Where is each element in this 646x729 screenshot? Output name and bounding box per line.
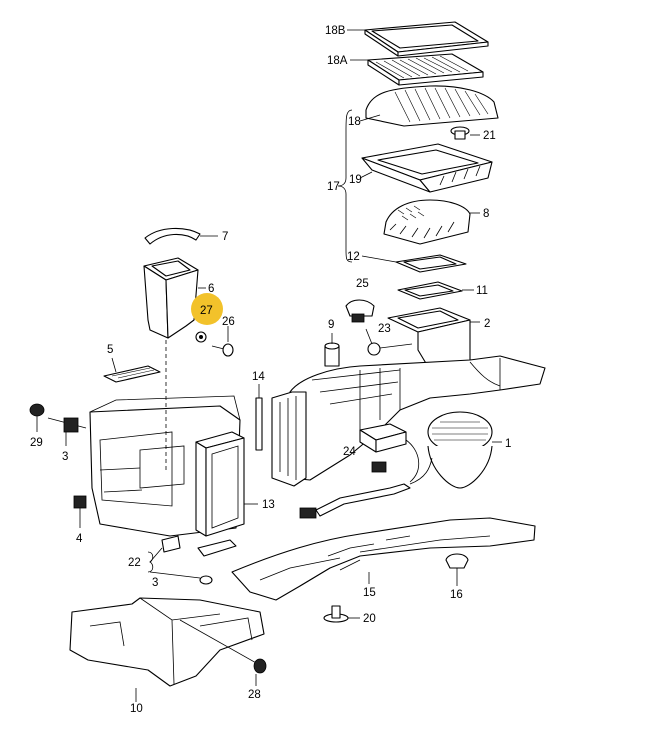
part-blower-housing bbox=[271, 355, 546, 487]
label-10: 10 bbox=[130, 703, 143, 715]
label-21: 21 bbox=[483, 130, 496, 142]
part-10-lower-duct bbox=[69, 597, 265, 687]
part-29-plug bbox=[29, 403, 45, 417]
part-24-resistor bbox=[359, 423, 419, 483]
wiring-harness bbox=[299, 457, 433, 519]
label-27: 27 bbox=[200, 305, 213, 317]
part-12-gasket bbox=[395, 254, 467, 273]
part-5-gasket bbox=[103, 365, 161, 383]
part-18b-frame bbox=[364, 21, 489, 57]
part-9-sensor bbox=[324, 342, 340, 367]
part-19-housing bbox=[361, 143, 493, 193]
part-23-screw bbox=[367, 342, 413, 356]
label-11: 11 bbox=[476, 285, 488, 297]
label-22: 22 bbox=[128, 557, 141, 569]
part-18-cover bbox=[365, 85, 499, 127]
label-26: 26 bbox=[222, 316, 235, 328]
part-22-bracket bbox=[161, 535, 237, 585]
part-27-washer bbox=[195, 331, 207, 343]
label-18: 18 bbox=[348, 116, 361, 128]
part-8-fan-cover bbox=[383, 199, 471, 245]
label-8: 8 bbox=[483, 208, 489, 220]
label-20: 20 bbox=[363, 613, 376, 625]
label-29: 29 bbox=[30, 437, 43, 449]
label-9: 9 bbox=[328, 319, 334, 331]
part-20-grommet bbox=[323, 605, 349, 623]
label-23: 23 bbox=[378, 323, 391, 335]
label-17: 17 bbox=[327, 181, 340, 193]
part-1-blower-motor bbox=[427, 411, 493, 489]
label-16: 16 bbox=[450, 589, 463, 601]
label-24: 24 bbox=[343, 446, 356, 458]
label-2: 2 bbox=[484, 318, 490, 330]
highlight-marker bbox=[191, 293, 223, 325]
part-3-screw-left bbox=[47, 417, 87, 433]
part-15-air-duct bbox=[231, 517, 536, 601]
label-18b: 18B bbox=[325, 25, 346, 37]
label-3-top: 3 bbox=[62, 451, 68, 463]
label-18a: 18A bbox=[327, 55, 348, 67]
label-3-bottom: 3 bbox=[152, 577, 158, 589]
label-5: 5 bbox=[107, 344, 113, 356]
label-1: 1 bbox=[505, 438, 511, 450]
label-6: 6 bbox=[208, 283, 214, 295]
label-25: 25 bbox=[356, 278, 369, 290]
part-21-clip bbox=[450, 126, 470, 140]
label-14: 14 bbox=[252, 371, 265, 383]
part-18a-filter bbox=[367, 53, 484, 86]
part-6-duct bbox=[143, 257, 199, 339]
part-11-gasket bbox=[397, 281, 463, 300]
part-16-clip bbox=[445, 553, 469, 569]
part-26-screw bbox=[211, 343, 234, 357]
label-13: 13 bbox=[262, 499, 275, 511]
part-2-flange bbox=[387, 307, 471, 373]
label-19: 19 bbox=[349, 174, 362, 186]
label-15: 15 bbox=[363, 587, 376, 599]
label-12: 12 bbox=[347, 251, 360, 263]
part-25-bracket bbox=[345, 299, 375, 323]
part-14-seal-strip bbox=[255, 397, 263, 451]
label-4: 4 bbox=[76, 533, 83, 545]
part-heater-box bbox=[73, 395, 245, 537]
part-7-seal bbox=[144, 227, 201, 245]
label-28: 28 bbox=[248, 689, 261, 701]
callout-labels: 18B 18A 18 21 17 19 8 7 12 25 6 11 27 9 … bbox=[30, 25, 511, 715]
part-28-screw bbox=[179, 619, 267, 674]
label-7: 7 bbox=[222, 231, 228, 243]
